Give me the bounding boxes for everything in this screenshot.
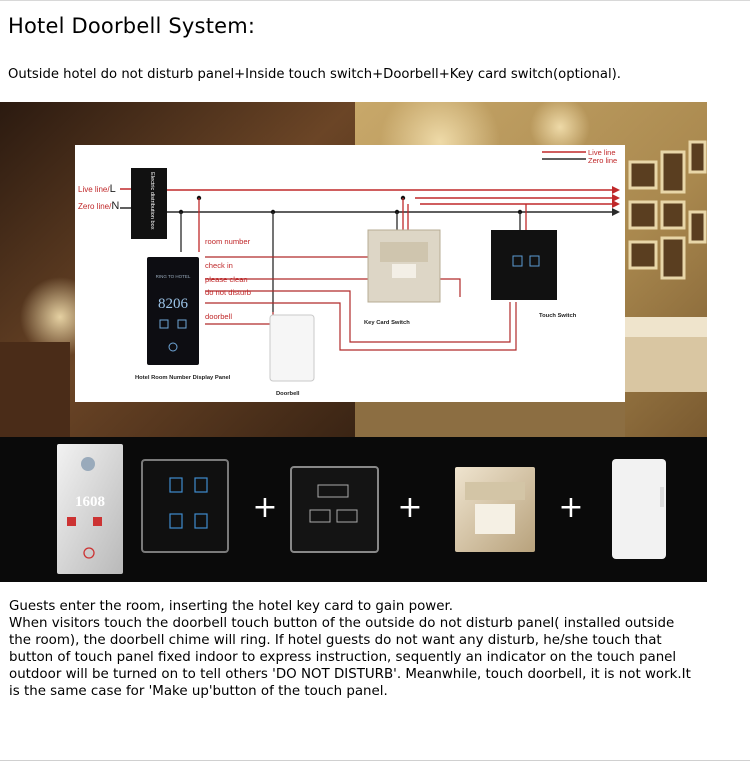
plus-sign-1: + — [252, 490, 277, 525]
outdoor-panel-number: 1608 — [75, 494, 105, 510]
product-indoor-touch-panel — [141, 459, 229, 553]
doorbell-diagram — [269, 314, 315, 382]
product-doorbell-switch — [290, 466, 379, 553]
svg-text:Zero line/N: Zero line/N — [78, 200, 119, 212]
distribution-box — [131, 168, 167, 239]
description-text: Guests enter the room, inserting the hot… — [9, 598, 699, 700]
wire-label-doorbell: doorbell — [205, 312, 232, 321]
product-doorbell-chime — [612, 459, 666, 559]
plus-sign-3: + — [558, 490, 583, 525]
legend-zero-label: Zero line — [588, 156, 617, 165]
bottom-divider — [0, 760, 750, 761]
live-line-letter: L — [110, 183, 116, 195]
touch-switch-label: Touch Switch — [539, 313, 577, 319]
description-paragraph-2: When visitors touch the doorbell touch b… — [9, 616, 691, 699]
description-line-1: Guests enter the room, inserting the hot… — [9, 599, 454, 614]
display-panel-header: RING TO HOTEL — [156, 274, 191, 279]
live-line-label: Live line/ — [78, 185, 110, 194]
zero-line-letter: N — [111, 200, 119, 212]
doorbell-label: Doorbell — [276, 391, 300, 397]
svg-text:Live line/L: Live line/L — [78, 183, 116, 195]
top-divider — [0, 0, 750, 1]
wire-label-check-in: check in — [205, 261, 233, 270]
wire-label-please-clean: please clean — [205, 275, 248, 284]
plus-sign-2: + — [397, 490, 422, 525]
legend-live-label: Live line — [588, 148, 616, 157]
touch-switch-diagram — [491, 230, 557, 300]
display-panel-label: Hotel Room Number Display Panel — [135, 375, 231, 381]
zero-line-label: Zero line/ — [78, 202, 112, 211]
keycard-switch-label: Key Card Switch — [364, 320, 410, 326]
distribution-box-label: Electric distribution box — [149, 172, 155, 230]
doorbell-banner-image: Live line Zero line Live line/L Zero lin… — [0, 102, 707, 582]
page-title: Hotel Doorbell System: — [8, 14, 256, 38]
wall-frames — [628, 140, 707, 280]
product-keycard-switch — [455, 467, 535, 552]
product-outdoor-panel: 1608 — [57, 444, 123, 574]
display-panel-number: 8206 — [158, 296, 189, 312]
wire-label-do-not-disturb: do not disturb — [205, 288, 251, 297]
display-panel-diagram — [147, 257, 199, 365]
wire-label-room-number: room number — [205, 237, 251, 246]
page-subtitle: Outside hotel do not disturb panel+Insid… — [8, 67, 621, 82]
